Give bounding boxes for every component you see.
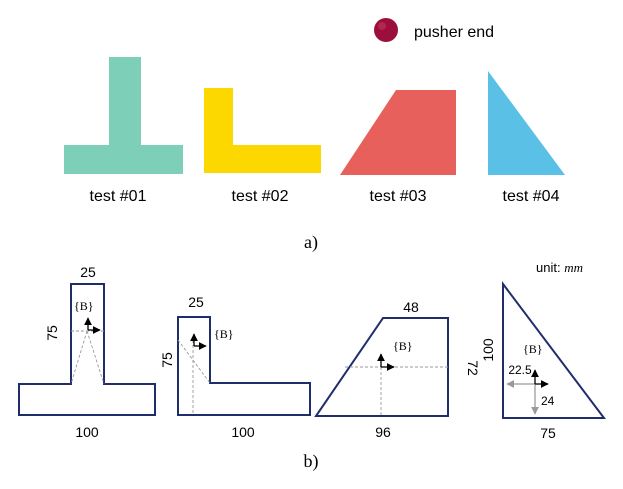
caption-b: b) <box>304 451 319 472</box>
t2-bottom-dim: 100 <box>231 424 255 440</box>
test-04-label: test #04 <box>503 188 560 205</box>
test-02-shape <box>204 88 321 173</box>
t4-side-dim: 100 <box>480 338 496 362</box>
t1-top-dim: 25 <box>80 264 96 280</box>
frame-label-03: {B} <box>393 339 413 353</box>
t3-top-dim: 48 <box>403 299 419 315</box>
test-02-label: test #02 <box>232 188 289 205</box>
t1-side-dim: 75 <box>44 325 60 341</box>
test-02-outline: {B} 25 75 100 <box>159 294 311 440</box>
test-03-outline: {B} 48 72 96 <box>314 299 481 440</box>
t4-offset-x: 22.5 <box>508 363 532 377</box>
test-01-shape <box>64 57 183 174</box>
photo-panel: pusher end test #01 test #02 test #03 te… <box>64 18 565 253</box>
pusher-end-marker <box>374 18 398 42</box>
t3-side-dim: 72 <box>465 360 481 376</box>
t3-bottom-dim: 96 <box>375 424 391 440</box>
t1-bottom-dim: 100 <box>75 424 99 440</box>
test-01-label: test #01 <box>90 188 147 205</box>
pusher-end-label: pusher end <box>414 24 494 41</box>
t2-side-dim: 75 <box>159 352 175 368</box>
t4-offset-y: 24 <box>541 394 555 408</box>
unit-label: unit: mm <box>536 260 583 275</box>
caption-a: a) <box>304 232 318 253</box>
test-01-outline: {B} 25 75 100 <box>18 264 156 440</box>
dimension-panel: unit: mm {B} 25 75 100 {B} 25 75 100 <box>18 260 607 472</box>
frame-label-01: {B} <box>74 299 94 313</box>
test-03-label: test #03 <box>370 188 427 205</box>
t4-bottom-dim: 75 <box>540 425 556 441</box>
test-04-outline: {B} 100 22.5 24 75 <box>480 281 607 441</box>
frame-label-02: {B} <box>214 327 234 341</box>
pusher-end-highlight <box>378 22 386 30</box>
test-03-shape <box>340 90 456 175</box>
test-04-shape <box>488 71 565 175</box>
t2-top-dim: 25 <box>188 294 204 310</box>
frame-label-04: {B} <box>523 342 543 356</box>
